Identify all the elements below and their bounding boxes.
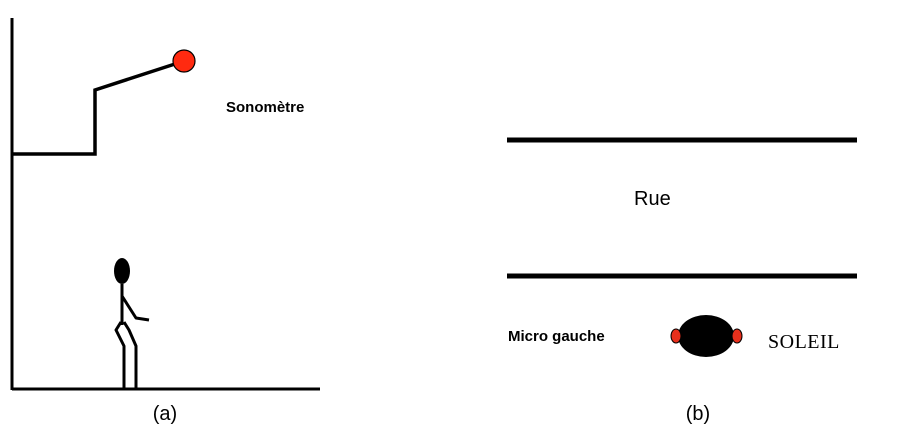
head-with-mics-icon — [670, 315, 743, 357]
head-label: SOLEIL — [768, 331, 840, 353]
caption-a: (a) — [153, 403, 177, 425]
sonometer-icon — [172, 49, 196, 73]
mic-label: Micro gauche — [508, 328, 605, 345]
right-mic-icon — [731, 328, 743, 344]
sonometer-arm — [12, 61, 179, 156]
sonometer-label: Sonomètre — [226, 99, 304, 116]
left-mic-icon — [670, 328, 682, 344]
panel-b: Rue Micro gauche SOLEIL (b) — [507, 137, 857, 425]
panel-a: Sonomètre (a) — [10, 18, 320, 425]
caption-b: (b) — [686, 403, 710, 425]
street-label: Rue — [634, 188, 671, 210]
stick-figure-icon — [114, 258, 150, 389]
